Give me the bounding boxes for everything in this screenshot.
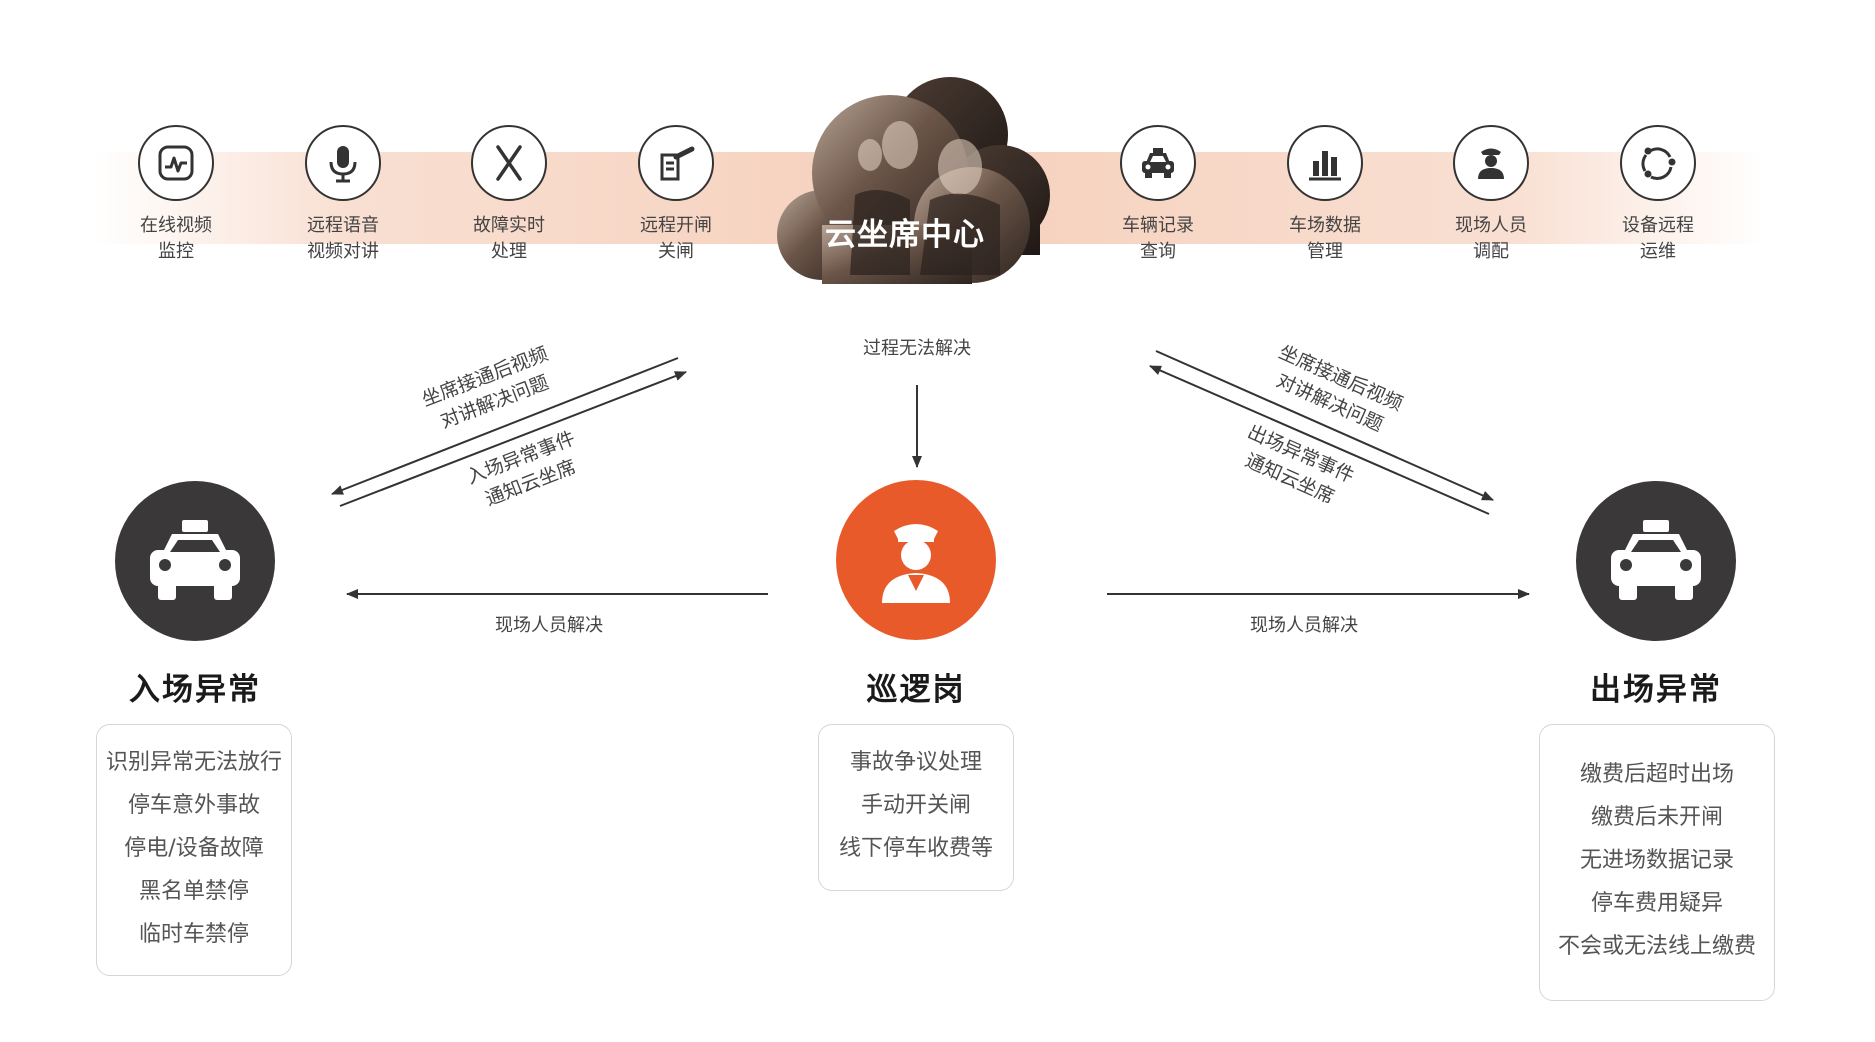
entry-anomaly-box: 识别异常无法放行 停车意外事故 停电/设备故障 黑名单禁停 临时车禁停 bbox=[96, 724, 292, 976]
car-record-icon bbox=[1120, 125, 1196, 201]
list-item: 停车费用疑异 bbox=[1590, 891, 1723, 916]
taxi-icon bbox=[1611, 520, 1701, 600]
feature-label: 现场人员 调配 bbox=[1455, 215, 1527, 262]
feature-vehicle-records[interactable]: 车辆记录 查询 bbox=[1083, 125, 1233, 265]
exit-anomaly-title: 出场异常 bbox=[1590, 672, 1722, 708]
list-item: 临时车禁停 bbox=[138, 922, 249, 947]
list-item: 事故争议处理 bbox=[849, 750, 982, 775]
bar-chart-icon bbox=[1287, 125, 1363, 201]
feature-label: 车场数据 管理 bbox=[1289, 215, 1361, 262]
arrow-cloud-to-exit bbox=[1155, 350, 1494, 501]
feature-label: 设备远程 运维 bbox=[1622, 215, 1694, 262]
exit-anomaly-box: 缴费后超时出场 缴费后未开闸 无进场数据记录 停车费用疑异 不会或无法线上缴费 bbox=[1539, 724, 1775, 1001]
feature-remote-intercom[interactable]: 远程语音 视频对讲 bbox=[268, 125, 418, 265]
feature-video-monitoring[interactable]: 在线视频 监控 bbox=[101, 125, 251, 265]
patrol-post-box: 事故争议处理 手动开关闸 线下停车收费等 bbox=[818, 724, 1014, 891]
list-item: 识别异常无法放行 bbox=[105, 750, 282, 775]
list-item: 缴费后未开闸 bbox=[1590, 805, 1723, 830]
list-item: 停电/设备故障 bbox=[124, 836, 264, 861]
left-horizontal-arrow-label: 现场人员解决 bbox=[495, 615, 603, 636]
list-item: 不会或无法线上缴费 bbox=[1557, 934, 1756, 959]
list-item: 无进场数据记录 bbox=[1579, 848, 1734, 873]
entry-anomaly-title: 入场异常 bbox=[129, 672, 261, 708]
staff-icon bbox=[1453, 125, 1529, 201]
arrow-cloud-to-entry bbox=[331, 357, 679, 495]
list-item: 线下停车收费等 bbox=[838, 836, 993, 861]
microphone-icon bbox=[305, 125, 381, 201]
feature-label: 远程语音 视频对讲 bbox=[307, 215, 379, 262]
cloud-seat-center: 云坐席中心 bbox=[760, 75, 1080, 305]
feature-label: 车辆记录 查询 bbox=[1122, 215, 1194, 262]
arrow-entry-to-cloud bbox=[339, 371, 687, 507]
list-item: 缴费后超时出场 bbox=[1579, 762, 1734, 787]
feature-fault-handling[interactable]: 故障实时 处理 bbox=[434, 125, 584, 265]
taxi-icon bbox=[150, 520, 240, 600]
entry-anomaly-circle[interactable] bbox=[115, 481, 275, 641]
remote-maintenance-icon bbox=[1620, 125, 1696, 201]
patrol-post-title: 巡逻岗 bbox=[866, 672, 966, 708]
feature-label: 故障实时 处理 bbox=[473, 215, 545, 262]
arrow-exit-to-cloud bbox=[1149, 365, 1490, 515]
patrol-post-circle[interactable] bbox=[836, 480, 996, 640]
fault-x-icon bbox=[471, 125, 547, 201]
staff-icon bbox=[882, 524, 950, 603]
cloud-title: 云坐席中心 bbox=[825, 217, 985, 253]
feature-label: 远程开闸 关闸 bbox=[640, 215, 712, 262]
barrier-gate-icon bbox=[638, 125, 714, 201]
list-item: 手动开关闸 bbox=[860, 793, 971, 818]
feature-staff-dispatch[interactable]: 现场人员 调配 bbox=[1416, 125, 1566, 265]
exit-anomaly-circle[interactable] bbox=[1576, 481, 1736, 641]
list-item: 黑名单禁停 bbox=[138, 879, 249, 904]
center-arrow-label: 过程无法解决 bbox=[863, 338, 971, 359]
cloud-graphic bbox=[777, 77, 1050, 284]
feature-label: 在线视频 监控 bbox=[140, 215, 212, 262]
feature-remote-maintenance[interactable]: 设备远程 运维 bbox=[1583, 125, 1733, 265]
list-item: 停车意外事故 bbox=[127, 793, 260, 818]
feature-remote-gate[interactable]: 远程开闸 关闸 bbox=[601, 125, 751, 265]
right-horizontal-arrow-label: 现场人员解决 bbox=[1250, 615, 1358, 636]
video-monitor-icon bbox=[138, 125, 214, 201]
feature-lot-data[interactable]: 车场数据 管理 bbox=[1250, 125, 1400, 265]
